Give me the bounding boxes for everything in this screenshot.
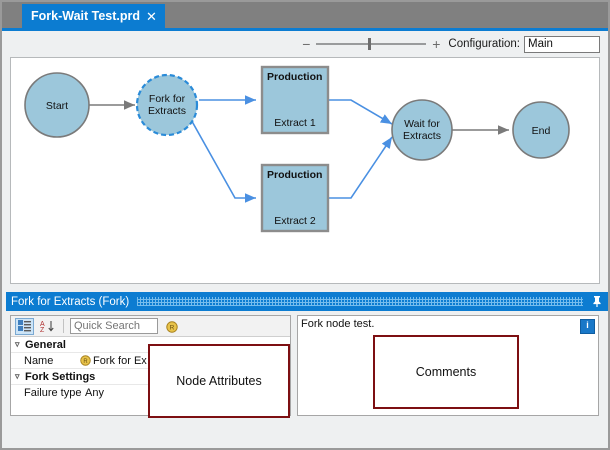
property-category-label: General [25,338,66,351]
expander-icon[interactable]: ▿ [15,371,20,381]
comments-text: Fork node test. [301,318,375,330]
property-category-fork-settings[interactable]: ▿ Fork Settings [11,369,290,384]
property-category-general[interactable]: ▿ General [11,337,290,352]
zoom-out-icon[interactable]: − [302,36,311,52]
property-value-name[interactable]: Fork for Ex [93,354,147,367]
node-title-production-2: Production [267,169,322,181]
zoom-slider[interactable] [316,38,427,50]
sort-alphabetical-icon[interactable]: A Z [38,318,57,335]
property-category-label: Fork Settings [25,370,96,383]
node-label-production-1: Extract 1 [274,117,316,129]
panel-grip [137,297,583,306]
zoom-in-icon[interactable]: + [432,36,441,52]
zoom-slider-track [316,43,427,45]
node-label-wait-line1: Wait for [404,118,440,130]
node-label-end: End [532,125,551,137]
property-grid-toolbar: A Z R [11,316,290,337]
categorized-view-icon[interactable] [15,317,34,335]
properties-panel-title: Fork for Extracts (Fork) [11,295,130,308]
diagram-node-production-2: Production Extract 2 [260,163,330,233]
node-label-production-2: Extract 2 [274,215,316,227]
node-label-fork-line1: Fork for [149,93,186,105]
svg-text:R: R [83,359,88,365]
info-icon[interactable]: i [580,319,595,334]
diagram-node-production-1: Production Extract 1 [260,65,330,135]
annotation-comments: Comments [373,335,519,409]
pin-icon[interactable] [591,295,603,308]
properties-panel-header: Fork for Extracts (Fork) [6,292,608,311]
tab-strip: Fork-Wait Test.prd ✕ [2,2,608,28]
annotation-label: Node Attributes [176,374,262,388]
diagram-node-end: End [512,101,570,159]
diagram-canvas[interactable]: Start Fork for Extracts Production Extra… [10,57,600,284]
tab-fork-wait-test[interactable]: Fork-Wait Test.prd ✕ [22,4,165,28]
configuration-input[interactable] [524,35,600,53]
property-row-name[interactable]: Name R Fork for Ex [11,353,290,368]
diagram-node-start: Start [24,72,90,138]
node-label-wait-line2: Extracts [403,130,441,142]
svg-text:Z: Z [40,327,45,333]
property-label-name: Name [24,354,54,367]
svg-text:R: R [170,325,175,332]
gold-registered-icon: R [77,355,93,366]
gold-registered-icon[interactable]: R [166,320,178,333]
edge-production-2-to-wait [328,136,393,199]
edge-production-1-to-wait [328,99,393,125]
zoom-slider-thumb[interactable] [368,38,372,50]
property-row-failure-type[interactable]: Failure type Any [11,385,290,400]
node-label-fork-line2: Extracts [148,105,186,117]
property-value-failure-type[interactable]: Any [85,386,104,399]
search-input[interactable] [70,318,158,334]
node-label-start: Start [46,100,68,112]
annotation-node-attributes: Node Attributes [148,344,290,418]
edge-fork-to-production-2 [188,115,256,203]
annotation-label: Comments [415,365,477,379]
diagram-node-fork: Fork for Extracts [135,73,199,137]
toolbar-separator [63,319,64,333]
tab-label: Fork-Wait Test.prd [31,9,141,23]
close-icon[interactable]: ✕ [146,8,157,24]
node-title-production-1: Production [267,71,322,83]
diagram-toolbar: − + Configuration: [2,31,608,57]
expander-icon[interactable]: ▿ [15,339,20,349]
tab-strip-underline [2,28,608,31]
configuration-label: Configuration: [448,38,520,50]
property-label-failure-type: Failure type [24,386,82,399]
diagram-node-wait: Wait for Extracts [391,99,453,161]
svg-text:A: A [40,321,45,328]
